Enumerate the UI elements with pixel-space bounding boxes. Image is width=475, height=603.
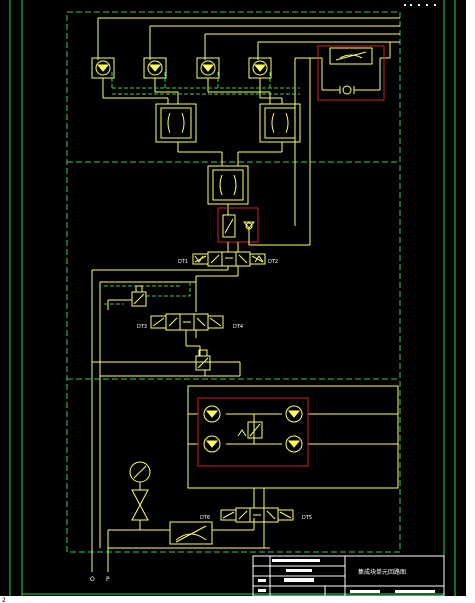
- needle-valve: [131, 489, 149, 521]
- solenoid-label-dt1: DT1: [178, 259, 188, 265]
- directional-valve-dt3-dt4: [150, 313, 224, 331]
- drain-lines-top: [111, 72, 300, 95]
- pump-2: [143, 57, 167, 79]
- bottom-lines: [91, 385, 399, 572]
- directional-valve-dt1-dt2: [192, 251, 266, 267]
- relief-valve-group: [317, 45, 385, 101]
- pressure-gauge: [129, 461, 151, 483]
- flow-divider-right: [259, 103, 301, 143]
- dashed-group-frames: [66, 11, 401, 553]
- pump-1: [91, 57, 115, 79]
- pump-3: [196, 57, 220, 79]
- solenoid-label-dt5: DT5: [302, 515, 312, 521]
- horizontal-scrollbar[interactable]: [0, 596, 475, 603]
- flow-divider-left: [155, 103, 197, 143]
- middle-lines: [91, 229, 310, 548]
- motor-group: [197, 397, 309, 467]
- vertical-scrollbar[interactable]: [466, 0, 475, 603]
- pressure-relief-valve-left: [131, 285, 147, 307]
- title-block-title: 集成块单元回路图: [358, 568, 406, 576]
- port-label-p: P: [106, 576, 110, 583]
- solenoid-label-dt2: DT2: [268, 259, 278, 265]
- solenoid-label-dt4: DT4: [233, 324, 243, 330]
- status-corner-text: 2: [2, 597, 6, 603]
- flow-divider-middle: [207, 165, 249, 215]
- pump-4: [248, 57, 272, 79]
- throttle-valve: [169, 521, 213, 545]
- title-block-fills: [258, 559, 435, 593]
- top-section-lines: [97, 17, 400, 245]
- title-block: [252, 555, 445, 597]
- pressure-reducing-valve: [195, 349, 211, 371]
- solenoid-label-dt6: DT6: [200, 515, 210, 521]
- solenoid-label-dt3: DT3: [137, 324, 147, 330]
- top-right-marks: [404, 4, 436, 6]
- directional-valve-dt5-dt6: [220, 507, 294, 523]
- port-label-o: O: [90, 576, 95, 583]
- drawing-frame: [9, 0, 456, 596]
